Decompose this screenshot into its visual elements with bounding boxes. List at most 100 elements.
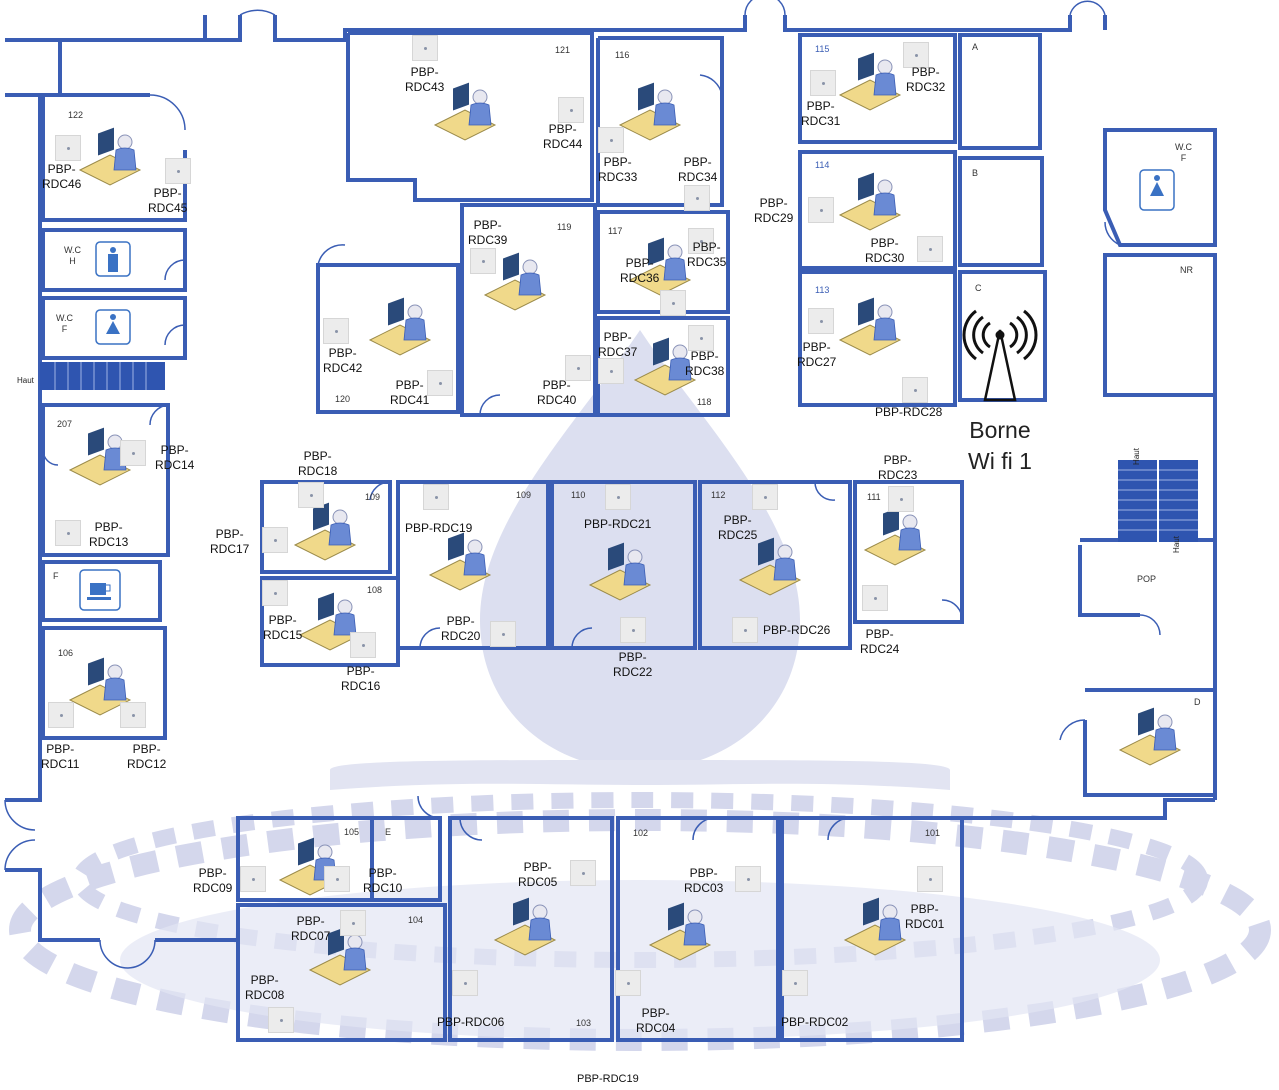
access-point-icon <box>903 42 929 68</box>
ap-label: PBP-RDC26 <box>763 623 831 637</box>
workstation-icon <box>368 297 432 356</box>
room-number: 114 <box>815 160 830 170</box>
room-number: 115 <box>815 44 830 54</box>
ap-label: PBP- RDC01 <box>905 902 945 931</box>
ap-label: PBP- RDC13 <box>89 520 129 549</box>
workstation-icon <box>628 237 692 296</box>
ap-label: PBP- RDC38 <box>685 349 725 378</box>
room-number: 103 <box>576 1018 592 1028</box>
ap-label: PBP- RDC30 <box>865 236 905 265</box>
workstation-icon <box>78 127 142 186</box>
room-number: 110 <box>571 490 586 500</box>
access-point-icon <box>427 370 453 396</box>
access-point-icon <box>412 35 438 61</box>
access-point-icon <box>570 860 596 886</box>
ap-label: PBP- RDC22 <box>613 650 653 679</box>
ap-label: PBP- RDC45 <box>148 186 188 215</box>
ap-label: PBP-RDC21 <box>584 517 652 531</box>
access-point-icon <box>660 290 686 316</box>
access-point-icon <box>917 236 943 262</box>
room-number: A <box>972 42 979 52</box>
access-point-icon <box>268 1007 294 1033</box>
male-restroom-icon <box>95 241 131 277</box>
ap-label: PBP- RDC14 <box>155 443 195 472</box>
room-number: 101 <box>925 828 941 838</box>
antenna-icon <box>962 309 1038 402</box>
ap-label: PBP- RDC04 <box>636 1006 676 1035</box>
access-point-icon <box>782 970 808 996</box>
access-point-icon <box>598 127 624 153</box>
coffee-icon <box>79 569 121 611</box>
room-number: 207 <box>57 419 73 429</box>
room-number: 102 <box>633 828 649 838</box>
room-number: B <box>972 168 979 178</box>
access-point-icon <box>735 866 761 892</box>
access-point-icon <box>684 185 710 211</box>
workstation-icon <box>428 532 492 591</box>
female-restroom-icon <box>1139 169 1175 211</box>
room-number: 122 <box>68 110 84 120</box>
access-point-icon <box>752 484 778 510</box>
ap-label: PBP- RDC33 <box>598 155 638 184</box>
access-point-icon <box>55 135 81 161</box>
workstation-icon <box>68 657 132 716</box>
ap-label: PBP- RDC08 <box>245 973 285 1002</box>
room-number: F <box>53 571 59 581</box>
access-point-icon <box>888 486 914 512</box>
access-point-icon <box>262 580 288 606</box>
ap-label: PBP-RDC06 <box>437 1015 505 1029</box>
ap-label: PBP- RDC09 <box>193 866 233 895</box>
ap-label: PBP- RDC39 <box>468 218 508 247</box>
stairs-right <box>1118 460 1198 542</box>
room-number: 117 <box>608 226 623 236</box>
room-number: NR <box>1180 265 1193 275</box>
workstation-icon <box>618 82 682 141</box>
ap-label: PBP- RDC36 <box>620 256 660 285</box>
workstation-icon <box>738 537 802 596</box>
workstation-icon <box>838 297 902 356</box>
stairs-up-label: Haut <box>1171 536 1181 553</box>
stairs-up-label: Haut <box>17 376 34 385</box>
workstation-icon <box>633 337 697 396</box>
workstation-icon <box>483 252 547 311</box>
room-number: 113 <box>815 285 830 295</box>
access-point-icon <box>732 617 758 643</box>
access-point-icon <box>340 910 366 936</box>
room-number: POP <box>1137 574 1157 584</box>
workstation-icon <box>838 52 902 111</box>
room-number: 118 <box>697 397 712 407</box>
ap-label: PBP- RDC40 <box>537 378 577 407</box>
workstation-icon <box>433 82 497 141</box>
access-point-icon <box>452 970 478 996</box>
access-point-icon <box>298 482 324 508</box>
ap-label: PBP- RDC12 <box>127 742 167 771</box>
ap-label: PBP- RDC05 <box>518 860 558 889</box>
room-number: 109 <box>365 492 381 502</box>
ap-label: PBP- RDC10 <box>363 866 403 895</box>
room-number: 109 <box>516 490 532 500</box>
access-point-icon <box>470 248 496 274</box>
workstation-icon <box>298 592 362 651</box>
room-number: C <box>975 283 982 293</box>
ap-label: PBP-RDC02 <box>781 1015 849 1029</box>
access-point-icon <box>565 355 591 381</box>
access-point-icon <box>558 97 584 123</box>
access-point-icon <box>598 358 624 384</box>
room-number: 108 <box>367 585 383 595</box>
access-point-icon <box>917 866 943 892</box>
ap-label: PBP- RDC18 <box>298 449 338 478</box>
stairs-up-label: Haut <box>1131 448 1141 465</box>
ap-label: PBP- RDC11 <box>41 742 80 771</box>
room-number: 105 <box>344 827 360 837</box>
access-point-icon <box>620 617 646 643</box>
access-point-icon <box>240 866 266 892</box>
access-point-icon <box>423 484 449 510</box>
workstation-icon <box>843 897 907 956</box>
room-number: W.C H <box>64 245 81 266</box>
ap-label: PBP- RDC44 <box>543 122 583 151</box>
workstation-icon <box>863 507 927 566</box>
access-point-icon <box>808 197 834 223</box>
